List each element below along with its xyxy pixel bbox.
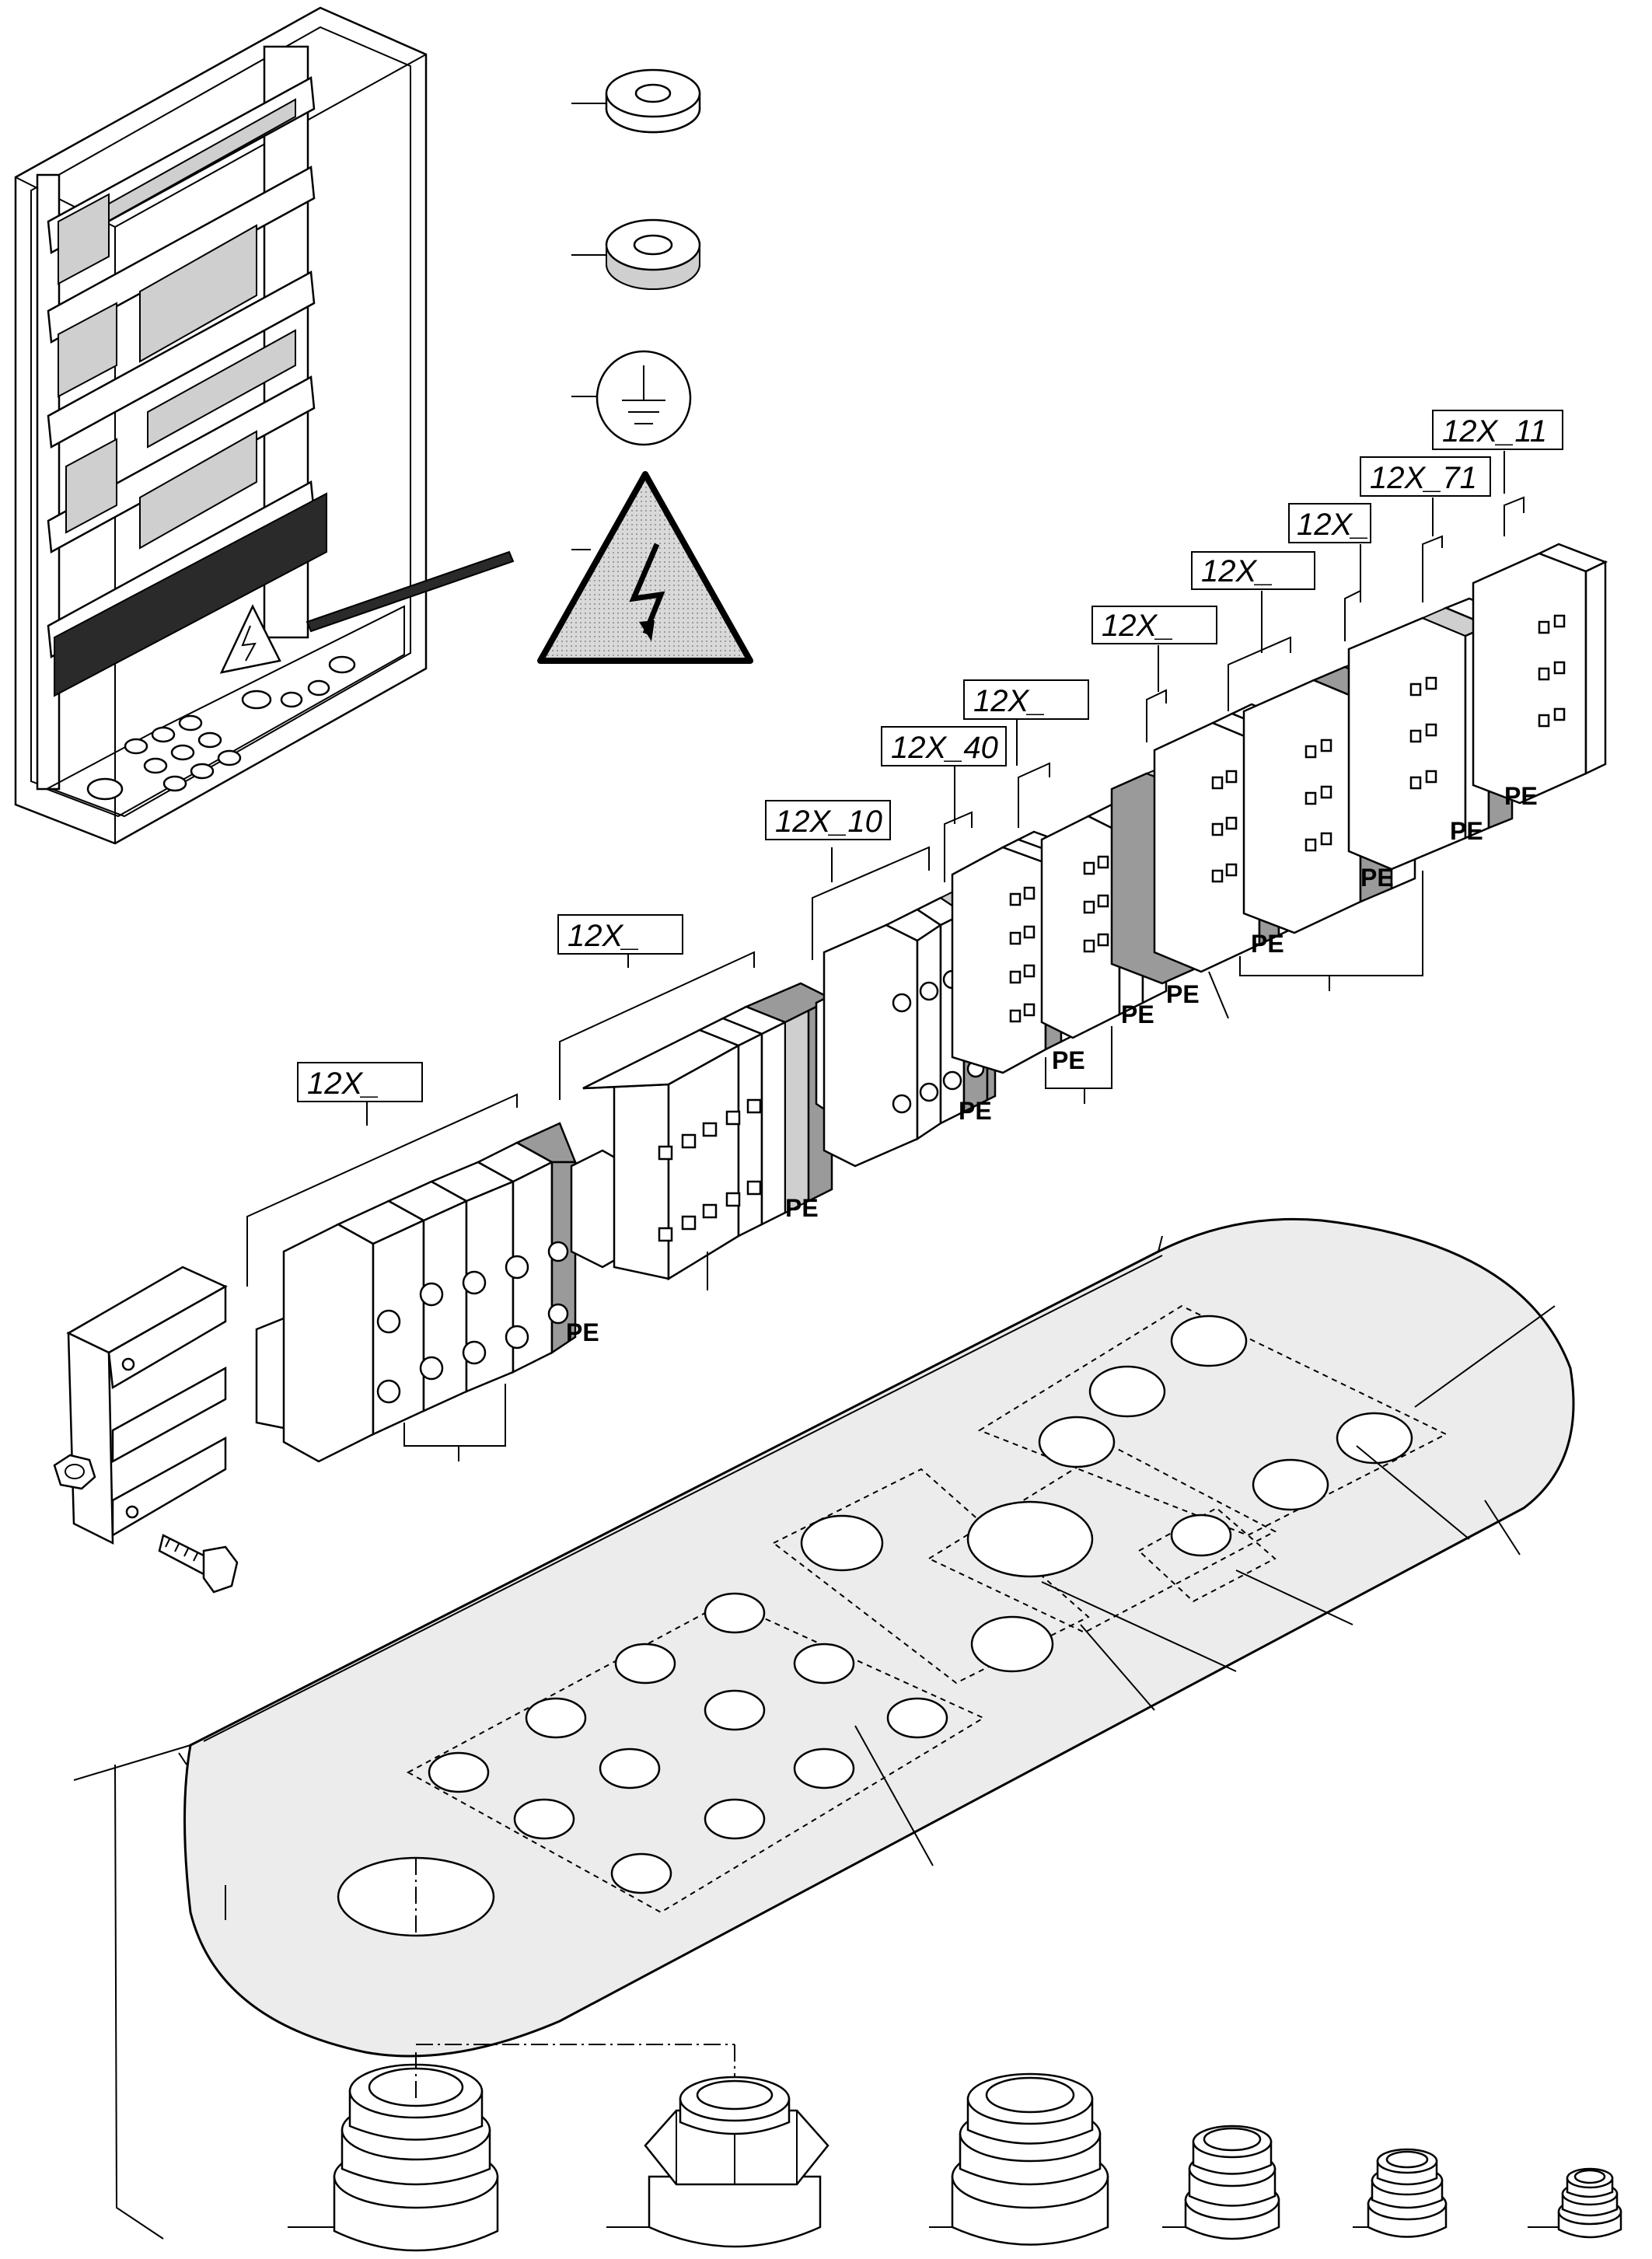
tag-text: 12X_ xyxy=(973,684,1046,718)
cable-gland-4 xyxy=(1162,2125,1280,2240)
cable-gland-6 xyxy=(1528,2167,1622,2239)
designation-tag-4: 12X_ xyxy=(1191,551,1315,590)
tag-text: 12X_40 xyxy=(891,731,998,765)
terminal-group-1 xyxy=(255,1122,577,1463)
designation-tag-8: 12X_10 xyxy=(765,800,891,840)
pe-label: PE xyxy=(785,1194,819,1222)
bolt xyxy=(158,1534,239,1594)
terminal-group-2 xyxy=(570,982,834,1290)
small-warning-icon xyxy=(219,604,281,674)
cable-gland-3 xyxy=(929,2072,1109,2246)
braided-tape-icon xyxy=(571,218,701,290)
terminal-group-10 xyxy=(1472,543,1608,805)
control-cabinet xyxy=(14,6,515,845)
hex-nut xyxy=(53,1454,96,1490)
designation-tag-5: 12X_ xyxy=(1091,606,1217,644)
tag-text: 12X_71 xyxy=(1370,461,1477,495)
zoom-arrow xyxy=(306,550,515,633)
tag-text: 12X_11 xyxy=(1442,414,1547,449)
cable-gland-5 xyxy=(1353,2148,1448,2238)
tag-text: 12X_10 xyxy=(775,805,882,839)
designation-tag-9: 12X_ xyxy=(557,914,683,955)
tag-text: 12X_ xyxy=(307,1067,379,1101)
tag-text: 12X_ xyxy=(1102,609,1174,643)
pe-label: PE xyxy=(1166,980,1200,1008)
tag-text: 12X_ xyxy=(1297,508,1369,542)
gland-plate xyxy=(73,1217,1575,2240)
cable-gland-1 xyxy=(288,2052,499,2252)
designation-tag-10: 12X_ xyxy=(297,1062,423,1102)
pe-label: PE xyxy=(1504,782,1538,810)
high-voltage-warning-icon xyxy=(537,471,753,664)
ground-symbol-icon xyxy=(571,350,692,446)
designation-tag-3: 12X_ xyxy=(1288,503,1371,543)
designation-tag-7: 12X_40 xyxy=(881,726,1007,766)
pe-label: PE xyxy=(1052,1046,1085,1074)
group-leaders xyxy=(246,451,1525,1287)
pe-label: PE xyxy=(1121,1000,1154,1028)
insulating-tape-icon xyxy=(571,68,701,134)
tag-text: 12X_ xyxy=(568,919,640,953)
designation-tag-2: 12X_71 xyxy=(1360,456,1491,497)
pe-label: PE xyxy=(1450,817,1483,845)
designation-tag-1: 12X_11 xyxy=(1432,410,1563,450)
pe-label: PE xyxy=(1251,930,1284,958)
cable-gland-2 xyxy=(606,2076,829,2248)
tag-text: 12X_ xyxy=(1201,554,1273,588)
din-rail xyxy=(66,1266,228,1545)
pe-label: PE xyxy=(1360,864,1394,892)
pe-label: PE xyxy=(959,1097,992,1125)
pe-label: PE xyxy=(566,1318,599,1346)
designation-tag-6: 12X_ xyxy=(963,679,1089,720)
